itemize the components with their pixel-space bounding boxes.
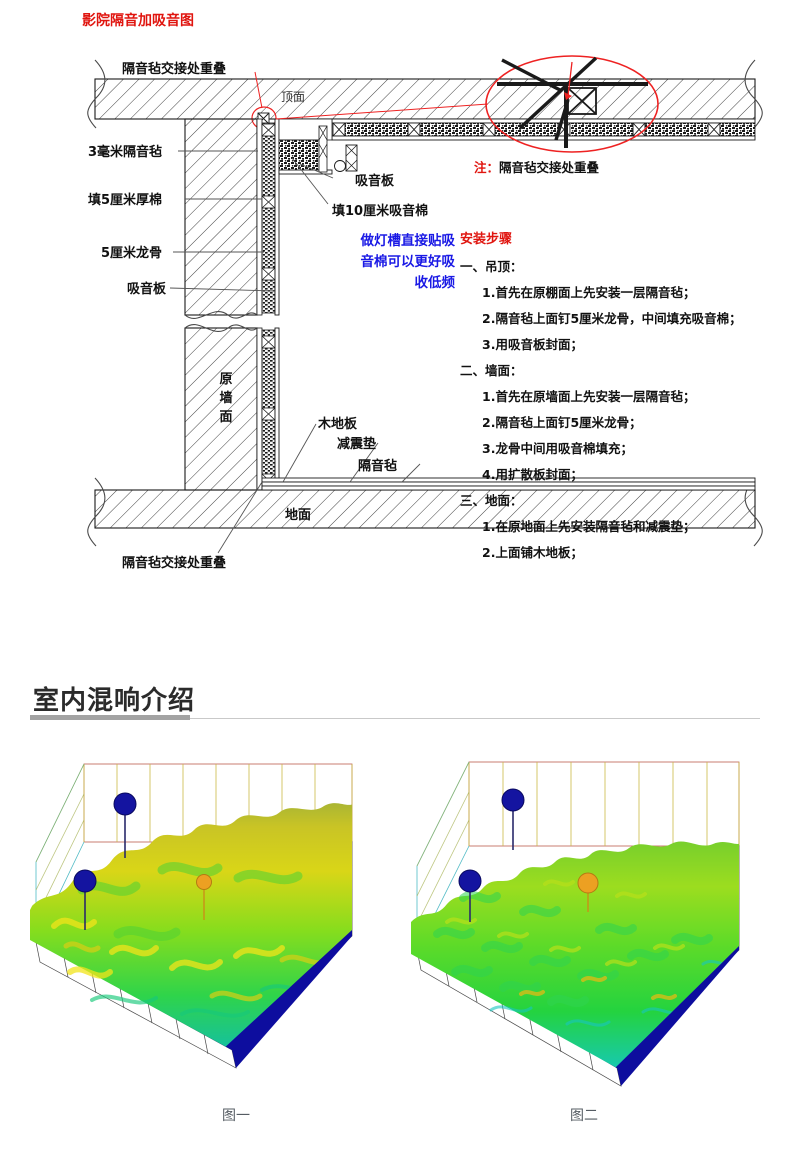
- caption-figure-two: 图二: [570, 1108, 598, 1124]
- step-ceiling-3: 3.用吸音板封面；: [482, 337, 583, 352]
- marker-group-one: [73, 792, 212, 930]
- steps-title: 安装步骤: [460, 232, 513, 247]
- step-group-head-wall: 二、墙面：: [460, 363, 523, 378]
- label-original-wall: 原墙面: [219, 372, 233, 425]
- diagram-drawing: [87, 55, 763, 554]
- installation-steps: 安装步骤 一、吊顶： 1.首先在原棚面上先安装一层隔音毡； 2.隔音毡上面钉5厘…: [460, 228, 760, 568]
- detail-note-prefix: 注：: [474, 160, 500, 175]
- detail-note: 注：隔音毡交接处重叠: [474, 157, 599, 176]
- label-felt-3mm: 3毫米隔音毡: [88, 145, 163, 160]
- step-wall-4: 4.用扩散板封面；: [482, 467, 583, 482]
- label-acoustic-panel-left: 吸音板: [127, 282, 167, 297]
- marker-group-two: [458, 788, 599, 922]
- step-ceiling-1: 1.首先在原棚面上先安装一层隔音毡；: [482, 285, 696, 300]
- label-ground: 地面: [285, 508, 312, 523]
- reverberation-section: 室内混响介绍: [0, 640, 790, 1160]
- caption-figure-one: 图一: [222, 1108, 250, 1124]
- heading-rule-thick: [30, 715, 190, 720]
- diagram-title: 影院隔音加吸音图: [82, 13, 194, 29]
- label-top-overlap: 隔音毡交接处重叠: [122, 62, 227, 77]
- surface-plot-one-svg: [30, 763, 353, 1069]
- step-ceiling-2: 2.隔音毡上面钉5厘米龙骨，中间填充吸音棉；: [482, 311, 742, 326]
- step-floor-1: 1.在原地面上先安装隔音毡和减震垫；: [482, 519, 696, 534]
- surface-plot-two-svg: [411, 761, 740, 1087]
- surface-plot-two: [403, 750, 763, 1100]
- step-wall-1: 1.首先在原墙面上先安装一层隔音毡；: [482, 389, 696, 404]
- blue-note: 做灯槽直接贴吸 音棉可以更好吸 收低频: [280, 231, 456, 294]
- label-keel-5cm: 5厘米龙骨: [101, 246, 163, 261]
- label-sound-felt: 隔音毡: [358, 459, 398, 474]
- step-floor-2: 2.上面铺木地板；: [482, 545, 583, 560]
- label-cotton-10cm: 填10厘米吸音棉: [332, 204, 429, 219]
- soundproofing-diagram-section: 影院隔音加吸音图: [82, 13, 763, 571]
- label-wood-floor: 木地板: [318, 417, 358, 432]
- step-wall-2: 2.隔音毡上面钉5厘米龙骨；: [482, 415, 642, 430]
- blue-note-line-3: 收低频: [414, 275, 456, 291]
- step-wall-3: 3.龙骨中间用吸音棉填充；: [482, 441, 633, 456]
- label-damping-pad: 减震垫: [337, 437, 377, 452]
- label-cotton-5cm: 填5厘米厚棉: [88, 193, 163, 208]
- step-group-head-floor: 三、地面：: [460, 493, 523, 508]
- step-group-head-ceiling: 一、吊顶：: [460, 259, 523, 274]
- surface-plot-one: [22, 750, 382, 1100]
- label-bottom-overlap: 隔音毡交接处重叠: [122, 556, 227, 571]
- blue-note-line-2: 音棉可以更好吸: [360, 254, 456, 270]
- label-ceiling-face: 顶面: [281, 90, 306, 104]
- detail-note-text: 隔音毡交接处重叠: [499, 160, 600, 175]
- blue-note-line-1: 做灯槽直接贴吸: [360, 233, 456, 249]
- reverb-heading: 室内混响介绍: [33, 686, 196, 716]
- heading-rule-thin: [30, 718, 760, 719]
- label-acoustic-panel-mid: 吸音板: [355, 174, 395, 189]
